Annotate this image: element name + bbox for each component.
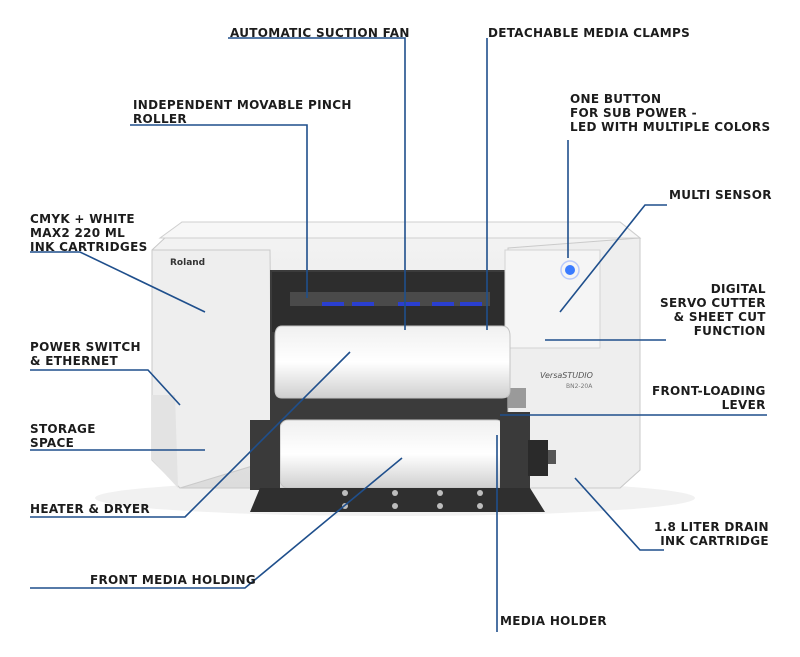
callout-lines	[30, 37, 767, 632]
upper-media-roll	[274, 325, 511, 399]
ink-slots	[322, 302, 482, 306]
label-servo-cutter: DIGITAL SERVO CUTTER & SHEET CUT FUNCTIO…	[660, 282, 766, 338]
label-drain: 1.8 LITER DRAIN INK CARTRIDGE	[654, 520, 769, 548]
right-upper-panel	[504, 249, 601, 349]
label-front-loading: FRONT-LOADING LEVER	[652, 384, 766, 412]
tray-knobs	[342, 490, 483, 509]
label-sub-power: ONE BUTTON FOR SUB POWER - LED WITH MULT…	[570, 92, 771, 134]
front-media-holding	[250, 488, 545, 512]
label-power-switch: POWER SWITCH & ETHERNET	[30, 340, 141, 368]
label-storage: STORAGE SPACE	[30, 422, 96, 450]
label-ink-cartridges: CMYK + WHITE MAX2 220 ML INK CARTRIDGES	[30, 212, 148, 254]
roland-logo: Roland	[170, 258, 205, 268]
media-holder-right	[500, 412, 530, 490]
label-front-media: FRONT MEDIA HOLDING	[90, 573, 256, 587]
label-suction-fan: AUTOMATIC SUCTION FAN	[230, 26, 410, 40]
label-heater: HEATER & DRYER	[30, 502, 150, 516]
media-holder-left	[250, 420, 280, 490]
label-multi-sensor: MULTI SENSOR	[669, 188, 772, 202]
front-loading-lever	[508, 388, 526, 408]
lower-media-roll	[279, 419, 505, 489]
power-led	[565, 265, 575, 275]
left-lower	[152, 395, 178, 488]
label-media-holder: MEDIA HOLDER	[500, 614, 607, 628]
model-number-label: BN2-20A	[566, 383, 593, 390]
label-pinch-roller: INDEPENDENT MOVABLE PINCH ROLLER	[133, 98, 352, 126]
label-media-clamps: DETACHABLE MEDIA CLAMPS	[488, 26, 691, 40]
model-name-label: VersaSTUDIO	[540, 371, 593, 380]
